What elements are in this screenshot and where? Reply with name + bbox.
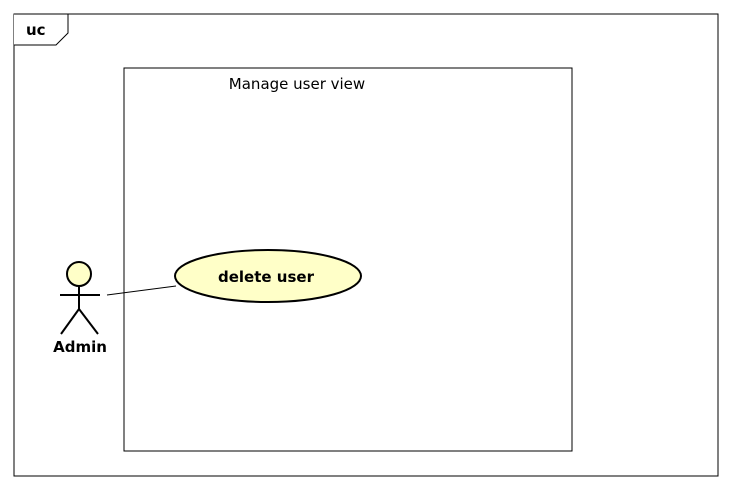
- frame-tag-pentagon: [14, 13, 69, 46]
- actor-right-leg: [78, 308, 99, 335]
- actor-admin[interactable]: Admin: [53, 261, 107, 356]
- actor-head: [66, 261, 92, 287]
- association-line: [106, 285, 177, 296]
- system-boundary-title: Manage user view: [229, 75, 365, 93]
- frame-tag-label: uc: [26, 21, 46, 39]
- use-case-ellipse[interactable]: [174, 249, 362, 303]
- actor-label: Admin: [53, 338, 107, 356]
- system-boundary: [123, 67, 573, 452]
- actor-left-leg: [60, 308, 80, 335]
- use-case-label: delete user: [218, 268, 315, 286]
